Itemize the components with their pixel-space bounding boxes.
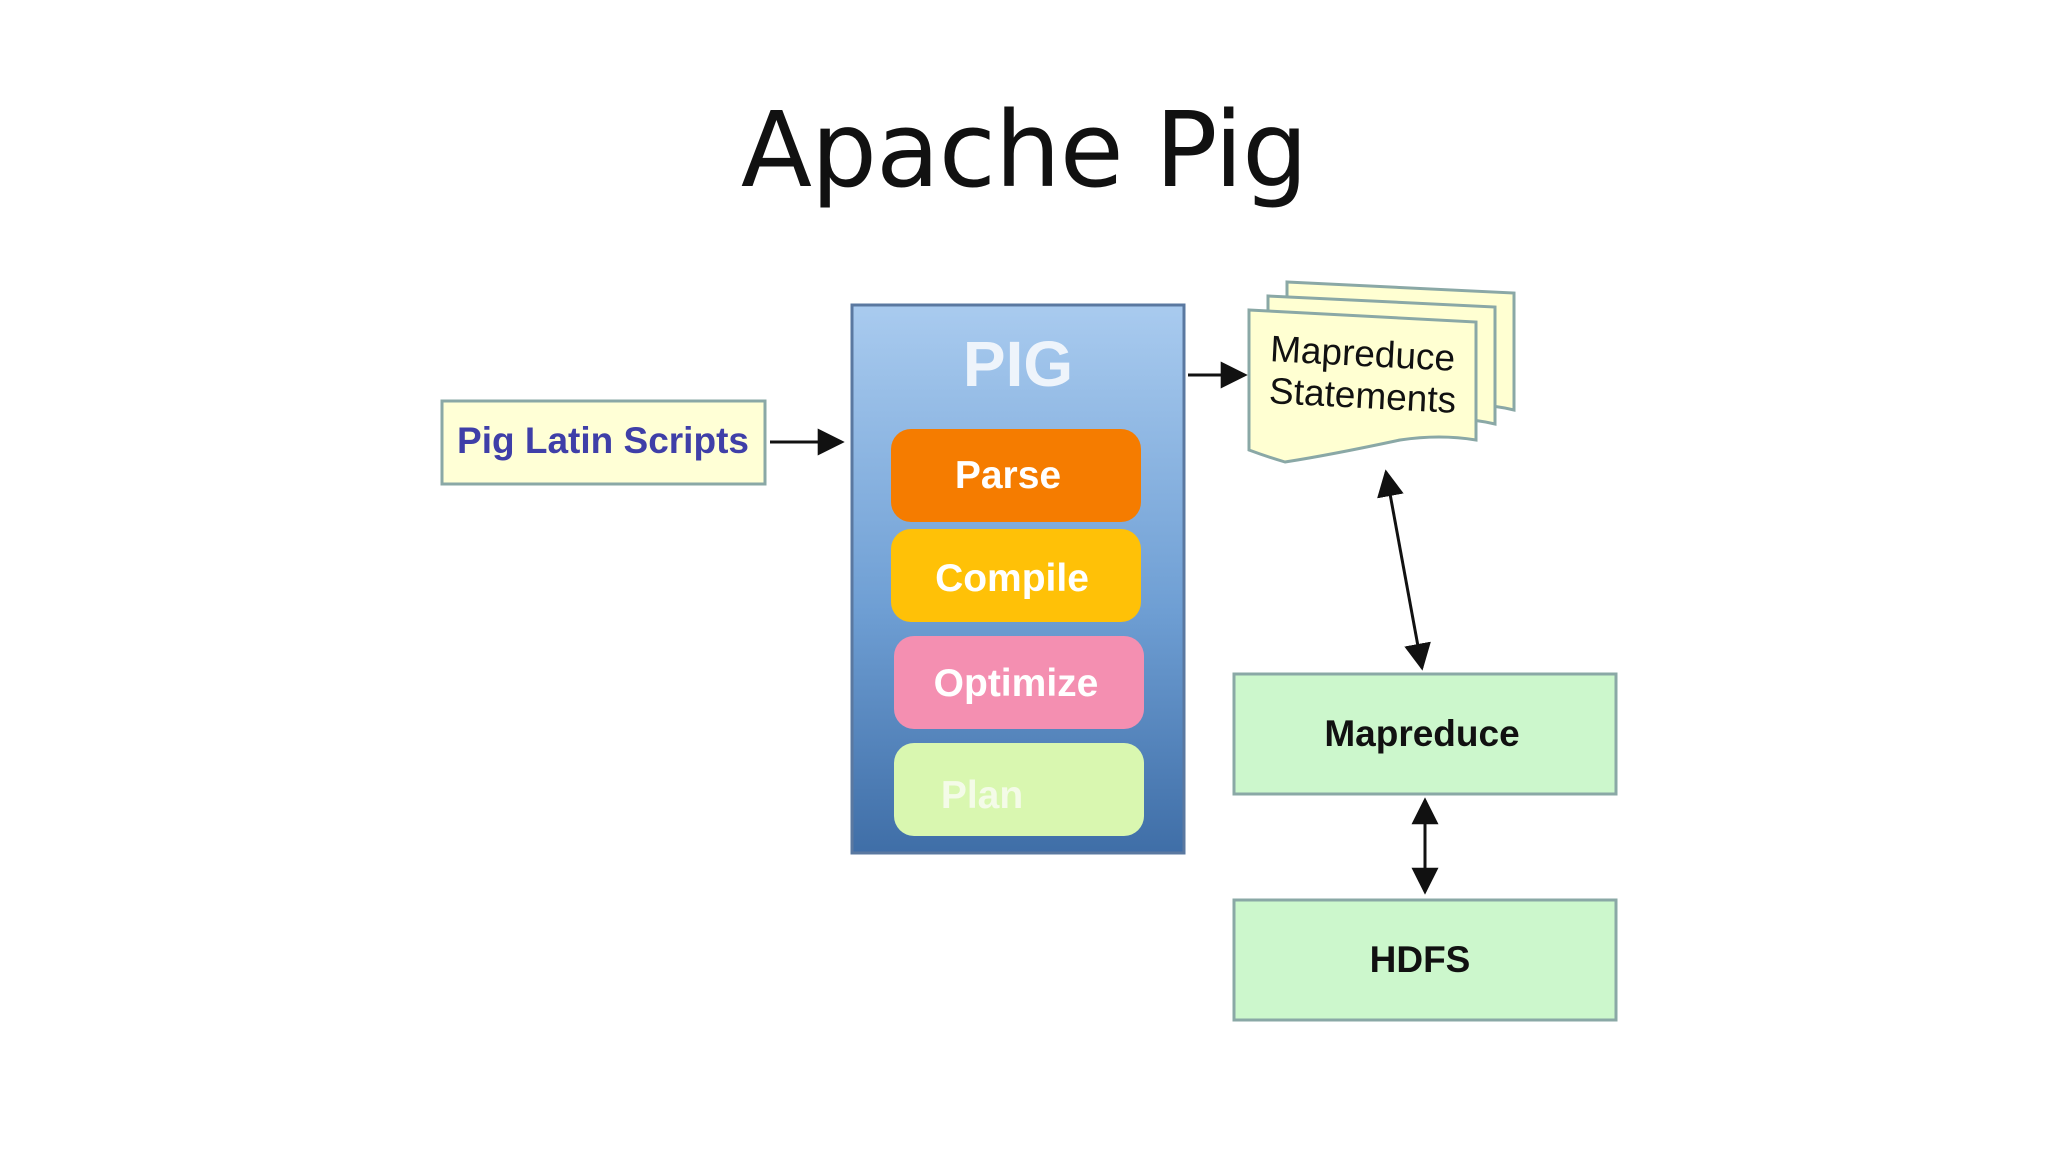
statements-label-line1: Mapreduce [1269,328,1456,379]
stage-plan: Plan [894,743,1144,836]
stage-optimize-label: Optimize [934,662,1099,705]
stage-compile: Compile [891,529,1141,622]
pig-label: PIG [963,328,1073,400]
stage-plan-label: Plan [941,774,1023,817]
pig-container: PIG Parse Compile Optimize Plan [850,303,1186,855]
arrow-statements-mapreduce [1377,469,1431,671]
hdfs-label: HDFS [1370,939,1471,980]
mapreduce-label: Mapreduce [1324,713,1519,754]
stage-optimize: Optimize [894,636,1144,729]
mapreduce-box: Mapreduce [1232,672,1618,796]
statements-label-line2: Statements [1268,370,1457,421]
mapreduce-statements-docs: Mapreduce Statements [1247,280,1516,464]
slide-title: Apache Pig [740,89,1308,211]
pig-latin-scripts-label: Pig Latin Scripts [457,420,749,461]
stage-parse: Parse [891,429,1141,522]
pig-latin-scripts-box: Pig Latin Scripts [440,399,767,486]
stage-parse-label: Parse [955,454,1061,497]
stage-compile-label: Compile [935,557,1089,600]
hdfs-box: HDFS [1232,898,1618,1022]
